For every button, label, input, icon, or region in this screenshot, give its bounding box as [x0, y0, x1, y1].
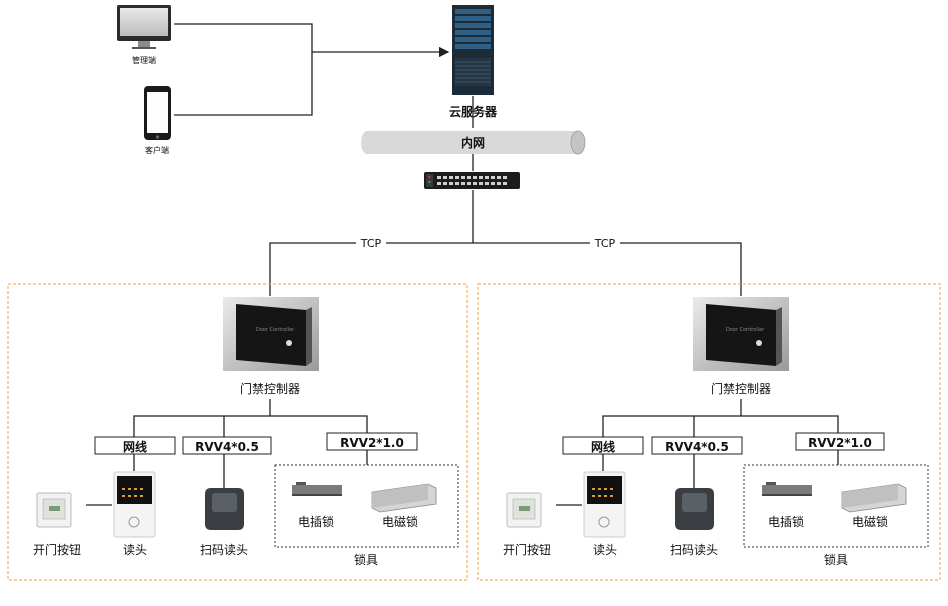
client-phone: 客户端 — [144, 86, 171, 155]
left-door-group: Door Controller 门禁控制器 网线 RVV4*0.5 RVV2*1… — [7, 283, 468, 581]
right-wiring — [556, 399, 839, 506]
network-switch — [424, 172, 520, 189]
monitor-icon — [117, 5, 171, 49]
left-exit-button-icon — [36, 492, 72, 528]
left-cable-network-tag: 网线 — [94, 436, 176, 455]
intranet-label: 内网 — [461, 135, 485, 150]
right-bolt-lock-icon — [762, 482, 812, 496]
right-cable-network-tag: 网线 — [562, 436, 644, 455]
left-mag-lock-icon — [371, 483, 437, 513]
right-reader-icon — [583, 471, 626, 538]
client-label: 客户端 — [145, 145, 169, 155]
right-controller-label: 门禁控制器 — [711, 381, 771, 396]
svg-text:RVV2*1.0: RVV2*1.0 — [808, 436, 872, 450]
intranet-pipe: 内网 — [360, 130, 586, 155]
left-bolt-lock-label: 电插锁 — [298, 514, 334, 529]
right-cable-rvv4-tag: RVV4*0.5 — [651, 436, 743, 455]
svg-text:RVV4*0.5: RVV4*0.5 — [665, 440, 729, 454]
left-wiring — [86, 399, 368, 506]
left-cable-rvv2-tag: RVV2*1.0 — [326, 432, 418, 451]
right-group-border — [477, 283, 941, 581]
right-exit-button-label: 开门按钮 — [503, 542, 551, 557]
server-icon — [452, 5, 494, 95]
right-qr-reader-icon — [675, 488, 714, 530]
right-mag-lock-icon — [841, 483, 907, 513]
left-locks-border — [274, 464, 459, 548]
cloud-server: 云服务器 — [449, 5, 498, 119]
left-reader-icon — [113, 471, 156, 538]
svg-text:TCP: TCP — [360, 237, 382, 250]
left-locks-group-label: 锁具 — [354, 552, 378, 567]
left-qr-reader-icon — [205, 488, 244, 530]
right-mag-lock-label: 电磁锁 — [852, 514, 888, 529]
left-bolt-lock-icon — [292, 482, 342, 496]
left-mag-lock-label: 电磁锁 — [382, 514, 418, 529]
right-qr-reader-label: 扫码读头 — [670, 543, 718, 557]
right-cable-rvv2-tag: RVV2*1.0 — [795, 432, 885, 451]
left-controller-label: 门禁控制器 — [240, 381, 300, 396]
switch-icon — [424, 172, 520, 189]
right-locks-group-label: 锁具 — [824, 552, 848, 567]
svg-text:RVV4*0.5: RVV4*0.5 — [195, 440, 259, 454]
svg-text:TCP: TCP — [594, 237, 616, 250]
phone-icon — [144, 86, 171, 140]
svg-text:RVV2*1.0: RVV2*1.0 — [340, 436, 404, 450]
svg-text:Door Controller: Door Controller — [726, 327, 765, 333]
admin-computer: 管理端 — [117, 5, 171, 65]
left-exit-button-label: 开门按钮 — [33, 542, 81, 557]
right-locks-border — [743, 464, 929, 548]
svg-text:网线: 网线 — [123, 439, 147, 454]
tcp-label-right: TCP — [590, 236, 620, 250]
right-door-group: Door Controller 门禁控制器 网线 RVV4*0.5 RVV2*1… — [477, 283, 941, 581]
left-qr-reader-label: 扫码读头 — [200, 543, 248, 557]
right-bolt-lock-label: 电插锁 — [768, 514, 804, 529]
left-cable-rvv4-tag: RVV4*0.5 — [182, 436, 272, 455]
admin-label: 管理端 — [132, 55, 156, 65]
top-connection-lines — [174, 23, 742, 296]
tcp-label-left: TCP — [356, 236, 386, 250]
right-reader-label: 读头 — [593, 543, 617, 557]
server-label: 云服务器 — [449, 104, 498, 119]
left-group-border — [7, 283, 468, 581]
left-controller-icon: Door Controller — [223, 297, 319, 371]
right-controller-icon: Door Controller — [693, 297, 789, 371]
svg-text:Door Controller: Door Controller — [256, 327, 295, 333]
right-exit-button-icon — [506, 492, 542, 528]
left-reader-label: 读头 — [123, 543, 147, 557]
svg-text:网线: 网线 — [591, 439, 615, 454]
